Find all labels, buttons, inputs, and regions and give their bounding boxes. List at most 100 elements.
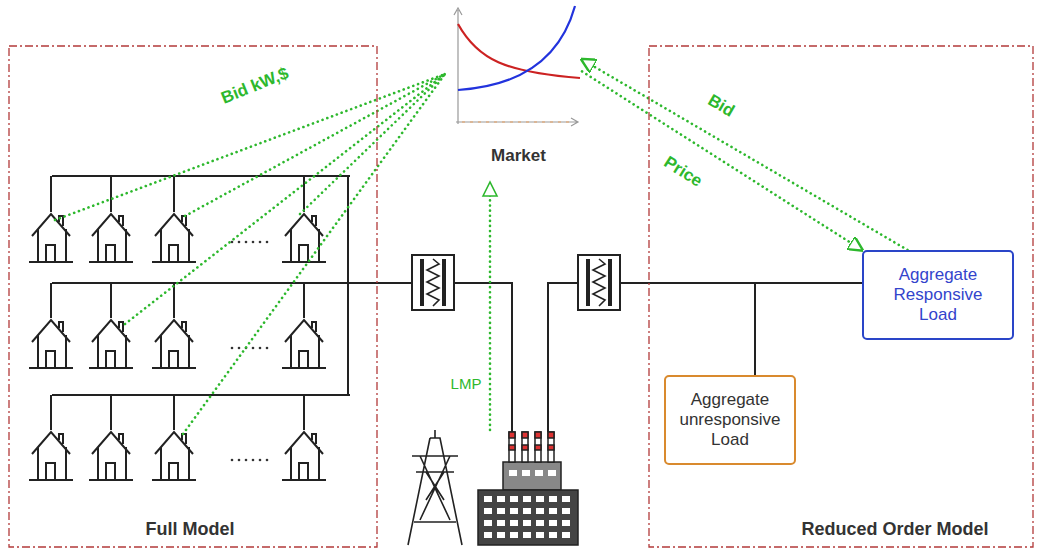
plant-window [523, 532, 531, 538]
house-icon [282, 432, 326, 480]
plant-window [497, 496, 505, 502]
plant-window [562, 532, 570, 538]
plant-window [484, 496, 492, 502]
load-box: Aggregate unresponsive Load [664, 375, 796, 465]
chimney-stripe [548, 432, 554, 438]
wire [52, 282, 412, 284]
plant-window [562, 520, 570, 526]
ellipsis-dot [231, 459, 234, 462]
house-door [46, 245, 55, 262]
chimney-stripe [522, 432, 528, 438]
wire [110, 395, 112, 430]
plant-window [549, 520, 557, 526]
chart-axis-dash [462, 122, 574, 123]
chimney [522, 432, 528, 462]
plant-window [536, 532, 544, 538]
house-door [299, 245, 308, 262]
plant-window [497, 508, 505, 514]
ellipsis-dot [266, 459, 269, 462]
region-title: Full Model [146, 519, 235, 540]
house-icon [89, 432, 133, 480]
supply-demand-chart [454, 6, 580, 126]
plant-window [484, 508, 492, 514]
house-outline [155, 214, 193, 262]
house-floor [282, 261, 326, 263]
house-floor [29, 367, 73, 369]
transmission-tower [408, 430, 462, 545]
wire [548, 283, 578, 432]
transformer-body [412, 255, 454, 310]
house-door [106, 245, 115, 262]
houses [29, 214, 326, 480]
market-node: Market [455, 0, 582, 170]
house-outline [32, 214, 70, 262]
ellipsis-dot [238, 347, 241, 350]
supply-curve [458, 6, 575, 90]
transformer-body [578, 255, 620, 310]
ellipsis-dot [266, 241, 269, 244]
dash-dot-border [649, 46, 1033, 547]
chimney-stripe [509, 445, 515, 450]
house-floor [29, 479, 73, 481]
house-floor [89, 479, 133, 481]
house-door [169, 245, 178, 262]
house-outline [155, 432, 193, 480]
chimney-stripe [535, 432, 541, 438]
box-label: Aggregate unresponsive Load [671, 390, 789, 450]
wire [173, 176, 175, 212]
house-icon [282, 320, 326, 368]
wire [110, 176, 112, 212]
ellipsis-dot [231, 241, 234, 244]
wire [50, 283, 52, 318]
plant-window [549, 496, 557, 502]
ellipsis-dot [245, 459, 248, 462]
chimney [548, 432, 554, 462]
signal-arrow [582, 60, 908, 251]
plant-window [523, 520, 531, 526]
dash-dot-border [9, 46, 377, 547]
house-icon [152, 214, 196, 262]
plant-window [497, 520, 505, 526]
edge-label: Bid [701, 89, 740, 123]
transformer-coil [427, 259, 439, 306]
ellipsis-dot [245, 241, 248, 244]
model-region: Reduced Order ModelAggregate Responsive … [648, 45, 1034, 548]
house-icon [89, 320, 133, 368]
plant-window [549, 532, 557, 538]
transformer-bar [586, 259, 590, 306]
market-label: Market [491, 146, 546, 166]
box-label: Aggregate Responsive Load [882, 265, 994, 325]
edge-label: Price [658, 150, 709, 192]
bid-line [183, 74, 445, 434]
transformer-symbol [578, 255, 620, 310]
plant-window [510, 496, 518, 502]
plant-window [548, 470, 556, 476]
lmp-line [489, 182, 492, 430]
plant-upper [503, 462, 561, 490]
house-outline [285, 432, 323, 480]
wire [455, 283, 512, 432]
plant-window [510, 520, 518, 526]
transformer-coil [593, 259, 605, 306]
plant-window [510, 532, 518, 538]
house-outline [155, 320, 193, 368]
ellipsis-dot [259, 459, 262, 462]
transformer-symbol [412, 255, 454, 310]
house-door [299, 351, 308, 368]
plant-window [536, 496, 544, 502]
model-region: Full Model [8, 45, 378, 548]
plant-base [478, 490, 578, 545]
demand-curve [458, 24, 580, 78]
ellipsis-dot [252, 459, 255, 462]
signal-arrow [582, 71, 862, 250]
plant-window [484, 520, 492, 526]
house-outline [32, 320, 70, 368]
wire [303, 176, 305, 212]
transformer-bar [442, 259, 446, 306]
plant-window [536, 508, 544, 514]
house-outline [285, 320, 323, 368]
house-outline [32, 432, 70, 480]
wire [303, 283, 305, 318]
house-icon [29, 320, 73, 368]
